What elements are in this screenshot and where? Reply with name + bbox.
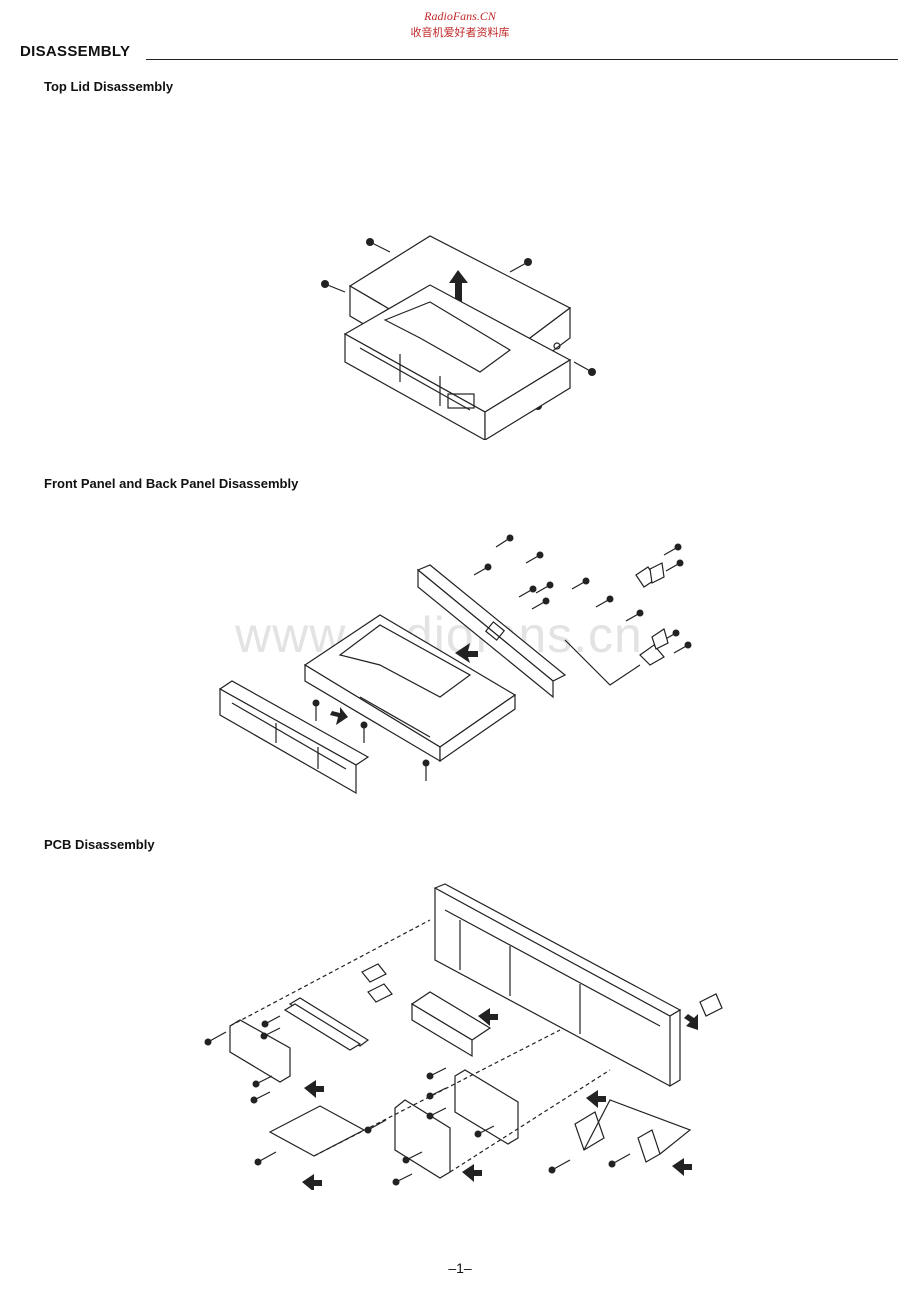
title-rule: [146, 59, 898, 60]
site-name: RadioFans.CN: [424, 9, 496, 23]
dashed-guide: [229, 919, 692, 1173]
lift-arrow-icon: [449, 270, 468, 304]
arrow-icon: [330, 643, 478, 725]
back-panel: [416, 564, 567, 699]
screw-icon: [204, 1015, 631, 1186]
arrow-icon: [302, 1008, 698, 1190]
section-title-pcb: PCB Disassembly: [44, 837, 155, 852]
front-back-panel-diagram: [218, 534, 692, 795]
site-subtitle: 收音机爱好者资料库: [410, 26, 510, 39]
front-panel: [218, 680, 370, 795]
bracket: [635, 562, 669, 666]
chassis-frame: [433, 883, 682, 1088]
section-title-front-back-panel: Front Panel and Back Panel Disassembly: [44, 476, 299, 491]
top-lid-diagram: [321, 235, 596, 440]
page-number: –1–: [448, 1260, 472, 1276]
page-title: DISASSEMBLY: [20, 43, 131, 60]
pcb-diagram: [204, 883, 723, 1190]
section-title-top-lid: Top Lid Disassembly: [44, 79, 174, 94]
chassis: [343, 284, 572, 440]
screw-icon: [312, 534, 692, 781]
chassis: [303, 614, 517, 763]
pcb-board: [229, 963, 723, 1179]
